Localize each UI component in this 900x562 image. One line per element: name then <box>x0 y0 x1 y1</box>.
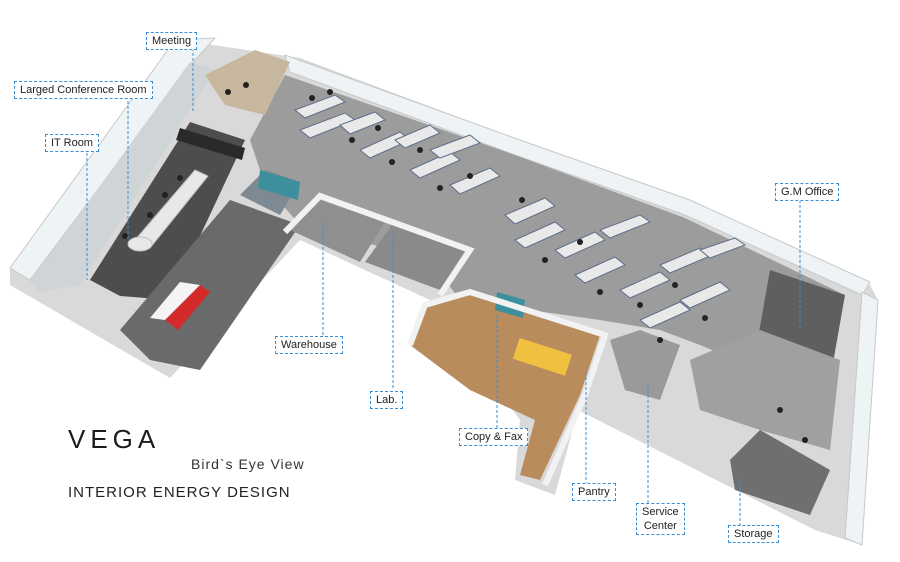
warehouse-walls <box>282 192 475 297</box>
callout-service-center: Service Center <box>636 503 685 535</box>
service-center-floor <box>610 330 680 400</box>
callout-it-room: IT Room <box>45 134 99 152</box>
callout-warehouse: Warehouse <box>275 336 343 354</box>
pantry-table <box>512 337 572 376</box>
lobby-floor <box>120 200 300 370</box>
reception-counter-top <box>150 282 200 320</box>
manager-offices-floor <box>690 330 840 450</box>
conference-table-end <box>127 236 153 252</box>
pantry-walls <box>407 288 609 487</box>
av-wall <box>176 128 245 160</box>
callout-pantry: Pantry <box>572 483 616 501</box>
workstations <box>294 94 747 329</box>
storage-floor <box>730 430 830 515</box>
brand-name: VEGA <box>68 424 161 454</box>
callout-storage: Storage <box>728 525 779 543</box>
callout-meeting: Meeting <box>146 32 198 50</box>
window-wall-right <box>844 291 879 546</box>
callout-copy-fax: Copy & Fax <box>459 428 529 446</box>
callout-conference-room: Larged Conference Room <box>14 81 153 99</box>
brand-subtitle: Bird`s Eye View <box>191 456 305 472</box>
teal-partition <box>258 170 300 200</box>
callout-leaders <box>86 48 801 525</box>
company-name: INTERIOR ENERGY DESIGN <box>68 484 291 501</box>
warehouse-floor <box>290 200 385 262</box>
callout-gm-office: G.M Office <box>775 183 840 201</box>
office-chairs <box>122 82 808 443</box>
pantry-floor <box>410 292 600 480</box>
it-room-floor <box>30 62 215 292</box>
open-office-floor <box>250 75 845 360</box>
reception-desk <box>0 0 1 1</box>
reception-counter <box>165 285 210 330</box>
callout-lab: Lab. <box>370 391 404 409</box>
lab-floor <box>365 225 465 290</box>
